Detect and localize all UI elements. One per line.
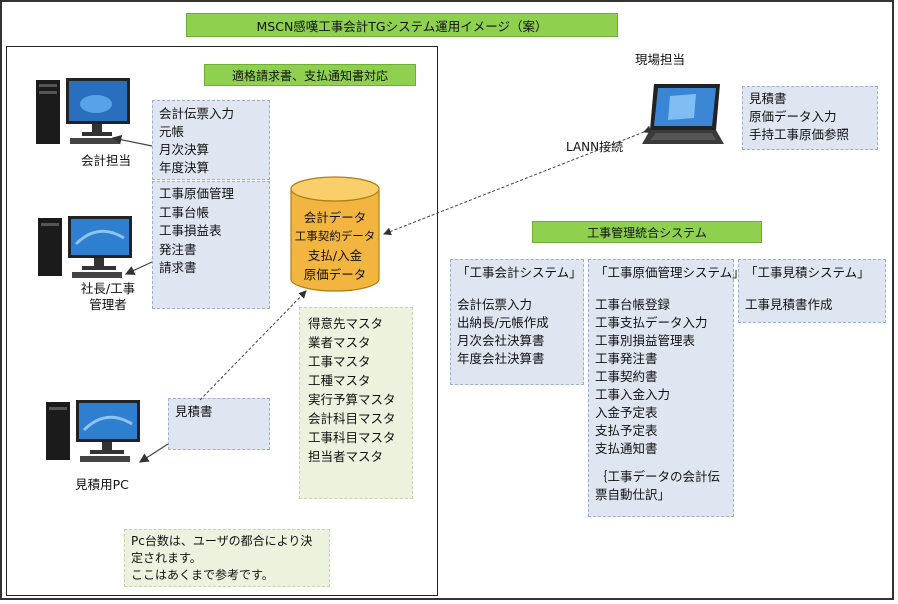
estimate-tasks-box: 見積書	[168, 398, 270, 450]
estimate-system-box: 「工事見積システム」 工事見積書作成	[738, 259, 886, 323]
accounting-tasks-box: 会計伝票入力 元帳 月次決算 年度決算	[152, 100, 270, 180]
database-cylinder-icon	[290, 176, 380, 292]
system-item: 支払通知書	[595, 441, 658, 456]
accounting-pc	[34, 74, 134, 154]
desktop-computer-icon	[46, 400, 140, 462]
site-task: 原価データ入力	[749, 109, 837, 124]
management-task: 工事台帳	[159, 204, 210, 220]
system-item: 工事別損益管理表	[595, 333, 696, 348]
note-box: Pc台数は、ユーザの都合により決 定されます。 ここはあくまで参考です。	[124, 529, 330, 587]
management-task: 工事原価管理	[159, 186, 235, 201]
master-item: 実行予算マスタ	[308, 392, 396, 407]
system-title: 「工事原価管理システム」	[595, 265, 745, 280]
database-item: 支払/入金	[307, 248, 363, 263]
president-pc	[36, 214, 136, 284]
president-role-label: 社長/工事 管理者	[70, 281, 146, 313]
accounting-task: 年度決算	[159, 160, 210, 175]
master-item: 工事科目マスタ	[308, 430, 396, 445]
management-task: 請求書	[159, 260, 197, 275]
estimate-pc	[44, 398, 144, 468]
page-title: MSCN感嘆工事会計TGシステム運用イメージ（案）	[186, 13, 618, 37]
system-item: 入金予定表	[595, 405, 658, 420]
master-item: 担当者マスタ	[308, 449, 384, 464]
system-item: 工事支払データ入力	[595, 315, 708, 330]
masters-box: 得意先マスタ 業者マスタ 工事マスタ 工種マスタ 実行予算マスタ 会計科目マスタ…	[299, 307, 413, 499]
master-item: 工事マスタ	[308, 354, 371, 369]
system-item: 工事入金入力	[595, 387, 671, 402]
system-item: 会計伝票入力	[457, 297, 533, 312]
management-task: 工事損益表	[159, 223, 222, 238]
laptop-icon	[642, 84, 724, 144]
site-tasks-box: 見積書 原価データ入力 手持工事原価参照	[742, 86, 878, 150]
page-title-text: MSCN感嘆工事会計TGシステム運用イメージ（案）	[256, 18, 548, 34]
cost-system-box: 「工事原価管理システム」 工事台帳登録 工事支払データ入力 工事別損益管理表 工…	[588, 259, 745, 517]
estimate-task: 見積書	[175, 404, 213, 419]
note-line: ここはあくまで参考です。	[131, 568, 274, 582]
president-role-line: 社長/工事	[80, 281, 136, 296]
master-item: 工種マスタ	[308, 373, 371, 388]
lan-connection-label: LANN接続	[566, 140, 624, 154]
system-item: 月次会社決算書	[457, 333, 545, 348]
president-role-line: 管理者	[89, 297, 127, 312]
site-role-label: 現場担当	[634, 52, 685, 67]
site-task: 手持工事原価参照	[749, 127, 850, 142]
system-title: 「工事会計システム」	[457, 265, 582, 280]
note-line: Pc台数は、ユーザの都合により決	[131, 534, 313, 548]
database-item: 会計データ	[303, 210, 367, 225]
site-task: 見積書	[749, 91, 787, 106]
accounting-role-label: 会計担当	[80, 153, 131, 168]
system-title: 「工事見積システム」	[745, 265, 870, 280]
accounting-system-box: 「工事会計システム」 会計伝票入力 出納長/元帳作成 月次会社決算書 年度会社決…	[450, 259, 584, 385]
database-items: 会計データ 工事契約データ 支払/入金 原価データ	[289, 208, 381, 284]
database-cylinder: 会計データ 工事契約データ 支払/入金 原価データ	[289, 175, 381, 295]
system-item: 工事契約書	[595, 369, 658, 384]
master-item: 得意先マスタ	[308, 316, 384, 331]
management-tasks-box: 工事原価管理 工事台帳 工事損益表 発注書 請求書	[152, 181, 270, 309]
master-item: 業者マスタ	[308, 335, 371, 350]
management-task: 発注書	[159, 241, 197, 257]
system-footer: ｛工事データの会計伝	[595, 469, 721, 484]
master-item: 会計科目マスタ	[308, 411, 396, 426]
office-banner-text: 適格請求書、支払通知書対応	[231, 68, 388, 83]
estimate-pc-label: 見積用PC	[75, 477, 129, 492]
integration-banner-text: 工事管理統合システム	[587, 225, 707, 240]
database-item: 工事契約データ	[294, 229, 376, 243]
system-item: 出納長/元帳作成	[457, 315, 549, 330]
system-item: 工事発注書	[595, 351, 658, 366]
system-item: 工事台帳登録	[595, 297, 671, 312]
desktop-computer-icon	[38, 216, 132, 278]
accounting-task: 会計伝票入力	[159, 106, 235, 121]
office-boundary	[6, 46, 438, 596]
accounting-task: 月次決算	[159, 142, 210, 157]
database-item: 原価データ	[303, 267, 367, 282]
system-item: 工事見積書作成	[745, 297, 833, 312]
note-line: 定されます。	[131, 551, 202, 565]
desktop-computer-icon	[36, 78, 130, 144]
office-banner: 適格請求書、支払通知書対応	[204, 64, 416, 86]
system-item: 支払予定表	[595, 423, 658, 438]
accounting-task: 元帳	[159, 124, 185, 139]
integration-banner: 工事管理統合システム	[532, 221, 762, 243]
site-laptop	[640, 80, 726, 156]
system-item: 年度会社決算書	[457, 351, 545, 366]
system-footer: 票自動仕訳」	[595, 487, 671, 502]
